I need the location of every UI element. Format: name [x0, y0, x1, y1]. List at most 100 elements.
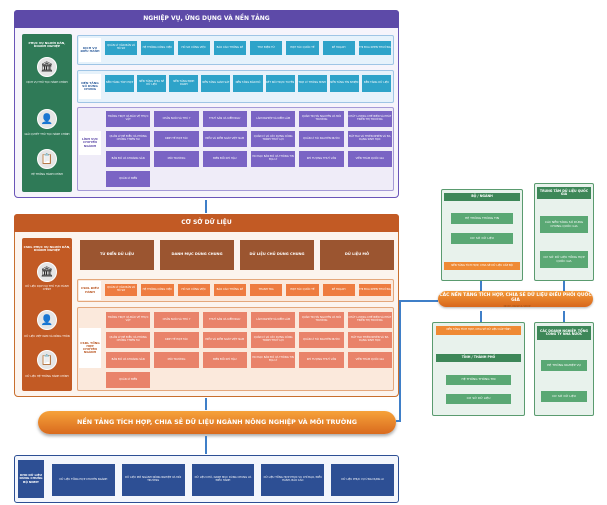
operation-db-item: HỒ SƠ CÔNG VIỆC [177, 284, 210, 296]
warehouse-item: DỮ LIỆU CHỦ, DANH MỤC DÙNG CHUNG VÀ ĐIỀU… [191, 464, 255, 496]
domain-app-item: ĐIỀU VÀ KIỂM SOÁT VIỆT NAM [202, 131, 247, 147]
ministry-database: CƠ SỞ DỮ LIỆU [451, 233, 513, 244]
connector-line [205, 398, 207, 410]
operation-app-item: HỢP TÁC QUỐC TẾ [286, 41, 319, 55]
operation-app-item: KẾ HOẠCH [322, 41, 355, 55]
shared-platform-item: NỀN TẢNG ĐỊNH DANH [169, 75, 199, 92]
domain-app-item: QUẢN LÝ BIỂN [106, 171, 151, 187]
warehouse-label: KHO DỮ LIỆU DÙNG CHUNG BỘ NNMT [18, 460, 44, 498]
domain-db-item: ĐIỀU VÀ KIỂM SOÁT VIỆT NAM [202, 332, 247, 348]
domain-db-item: KHÍ TƯỢNG THUỶ VĂN [299, 352, 344, 368]
master-data-item: DỮ LIỆU MỞ [320, 240, 394, 270]
connector-line [563, 311, 565, 322]
connector-line [480, 281, 482, 291]
master-data-item: TỪ ĐIỂN DỮ LIỆU [80, 240, 154, 270]
domain-app-item: LÂM NGHIỆP VÀ KIỂM LÂM [251, 111, 296, 127]
province-title: TỈNH / THÀNH PHỐ [436, 354, 521, 362]
domain-app-item: TRỒNG TRỌT VÀ BẢO VỆ THỰC VẬT [106, 111, 151, 127]
shared-platform-item: NỀN TẢNG BẢN ĐỒ [233, 75, 263, 92]
national-database: CƠ SỞ DỮ LIỆU TỔNG HỢP QUỐC GIA [540, 251, 588, 268]
document-db-icon: 📋 [37, 350, 57, 370]
domain-db-item: QUẢN LÝ BIỂN [106, 372, 151, 388]
operation-db-item: KẾ HOẠCH [322, 284, 355, 296]
service-item-3: HỆ THỐNG HÀNH CHÍNH [31, 172, 63, 176]
operation-row-label: DỊCH VỤ ĐIỀU HÀNH [79, 38, 101, 62]
service-item-2: GIẢI QUYẾT THỦ TỤC HÀNH CHÍNH [24, 132, 70, 136]
domain-row-label: LĨNH VỰC CHUYÊN NGÀNH [79, 131, 101, 155]
domain-db-item: QUẢN LÝ TÀI NGUYÊN NƯỚC [299, 332, 344, 348]
db-domain-row-label: CSDL TỔNG HỢP CHUYÊN NGÀNH [79, 328, 101, 368]
citizen-db-heading: CSDL PHỤC VỤ NGƯỜI DÂN, DOANH NGHIỆP [23, 244, 71, 252]
ministry-title: BỘ / NGÀNH [444, 193, 520, 201]
national-shared-platforms: CÁC NỀN TẢNG SỐ DÙNG CHUNG QUỐC GIA [540, 216, 588, 233]
warehouse-item: DỮ LIỆU MỞ NGÀNH NÔNG NGHIỆP VÀ MÔI TRƯỜ… [121, 464, 185, 496]
connector-line [205, 200, 207, 213]
connector-line [399, 300, 401, 420]
domain-app-item: QUẢN TRỊ TÀI NGUYÊN VÀ MÔI TRƯỜNG [299, 111, 344, 127]
domain-app-item: ĐẤT ĐAI VÀ THIÊN NHIÊN VÀ ĐA DẠNG SINH H… [347, 131, 392, 147]
applications-title: NGHIỆP VỤ, ỨNG DỤNG VÀ NỀN TẢNG [14, 10, 399, 28]
national-data-center-title: TRUNG TÂM DỮ LIỆU QUỐC GIA [537, 187, 591, 199]
operation-db-item: THANH TRA [250, 284, 283, 296]
domain-app-item: CHĂN NUÔI VÀ THÚ Y [154, 111, 199, 127]
warehouse-item: DỮ LIỆU PHỤC VỤ ỨNG DỤNG AI [331, 464, 394, 496]
public-service-db-icon: 🏛 [37, 262, 57, 282]
operation-db-item: QUẢN LÝ VĂN BẢN VÀ HỒ SƠ [105, 284, 138, 296]
domain-app-item: KINH TẾ HỢP TÁC [154, 131, 199, 147]
operation-app-item: HỒ SƠ CÔNG VIỆC [177, 41, 210, 55]
domain-app-item: VIỄN THÁM QUỐC GIA [347, 151, 392, 167]
province-database: CƠ SỞ DỮ LIỆU [446, 394, 511, 404]
domain-db-item: CHĂN NUÔI VÀ THÚ Y [154, 312, 199, 328]
shared-platform-item: NỀN TẢNG TÍN NHIỆM [329, 75, 359, 92]
warehouse-item: DỮ LIỆU TỔNG HỢP CHUYÊN NGÀNH [52, 464, 115, 496]
domain-db-item: THUỶ SẢN VÀ KIỂM NGƯ [202, 312, 247, 328]
ministry-platform-bar: NỀN TẢNG TÍCH HỢP, CHIA SẺ DỮ LIỆU CẤP B… [444, 262, 520, 270]
operation-app-item: THI ĐUA KHEN THƯỞNG [358, 41, 391, 55]
enterprise-title: CÁC DOANH NGHIỆP, TỔNG CÔNG TY NHÀ NƯỚC [537, 326, 591, 340]
integration-platform-bar: NỀN TẢNG TÍCH HỢP, CHIA SẺ DỮ LIỆU NGÀNH… [38, 411, 396, 434]
db-service-item-3: DỮ LIỆU HỆ THỐNG HÀNH CHÍNH [25, 374, 69, 378]
enterprise-database: CƠ SỞ DỮ LIỆU [541, 391, 587, 402]
shared-platform-item: NỀN TẢNG GIÁM SÁT [201, 75, 231, 92]
domain-app-item: THUỶ SẢN VÀ KIỂM NGƯ [202, 111, 247, 127]
province-info-system: HỆ THỐNG THÔNG TIN [446, 375, 511, 385]
operation-app-item: BÁO CÁO THỐNG KÊ [213, 41, 246, 55]
domain-db-item: BẢN ĐỒ VÀ KHOÁNG SẢN [106, 352, 151, 368]
domain-db-item: BIẾN ĐỔI KHÍ HẬU [202, 352, 247, 368]
connector-line [563, 281, 565, 291]
citizen-service-heading: PHỤC VỤ NGƯỜI DÂN, DOANH NGHIỆP [28, 40, 66, 48]
domain-app-item: KHÍ TƯỢNG THUỶ VĂN [299, 151, 344, 167]
db-service-item-1: DỮ LIỆU DỊCH VỤ THỦ TỤC HÀNH CHÍNH [25, 285, 69, 291]
shared-platform-item: NỀN TẢNG CHIA SẺ DỮ LIỆU [137, 75, 167, 92]
master-data-item: DỮ LIỆU CHỦ DÙNG CHUNG [240, 240, 314, 270]
domain-db-item: KINH TẾ HỢP TÁC [154, 332, 199, 348]
enterprise-business-system: HỆ THỐNG NGHIỆP VỤ [541, 360, 587, 371]
hub-subtitle: NDXP, NGSP & VDXP [503, 304, 531, 308]
connector-line [205, 436, 207, 454]
connector-line [399, 300, 438, 302]
operation-db-item: HỆ THỐNG CÔNG VIỆC [141, 284, 174, 296]
connector-line [480, 311, 482, 322]
national-coordination-hub: CÁC NỀN TẢNG TÍCH HỢP, CHIA SẺ DỮ LIỆU Đ… [438, 291, 593, 307]
domain-db-item: ĐO ĐẠC BẢN ĐỒ VÀ THÔNG TIN ĐỊA LÝ [251, 352, 296, 368]
operation-db-item: BÁO CÁO THỐNG KÊ [213, 284, 246, 296]
domain-app-item: BẢN ĐỒ VÀ KHOÁNG SẢN [106, 151, 151, 167]
domain-db-item: LÂM NGHIỆP VÀ KIỂM LÂM [251, 312, 296, 328]
domain-app-item: QUẢN LÝ TÀI NGUYÊN NƯỚC [299, 131, 344, 147]
master-data-item: DANH MỤC DÙNG CHUNG [160, 240, 234, 270]
domain-app-item: MÔI TRƯỜNG [154, 151, 199, 167]
domain-db-item: MÔI TRƯỜNG [154, 352, 199, 368]
domain-app-item: CHẤT LƯỢNG CHẾ BIẾN VÀ PHÁT TRIỂN THỊ TR… [347, 111, 392, 127]
db-operation-row-label: CSDL ĐIỀU HÀNH [79, 281, 101, 300]
service-item-1: DỊCH VỤ THỦ TỤC HÀNH CHÍNH [26, 80, 68, 84]
public-service-icon: 🏛 [37, 57, 57, 77]
shared-platform-item: NỀN TẢNG TÍCH HỢP [105, 75, 135, 92]
connector-line [396, 420, 401, 422]
warehouse-item: DỮ LIỆU TỔNG HỢP PHỤC VỤ CHỈ ĐẠO, ĐIỀU H… [261, 464, 325, 496]
document-icon: 📋 [37, 149, 57, 169]
